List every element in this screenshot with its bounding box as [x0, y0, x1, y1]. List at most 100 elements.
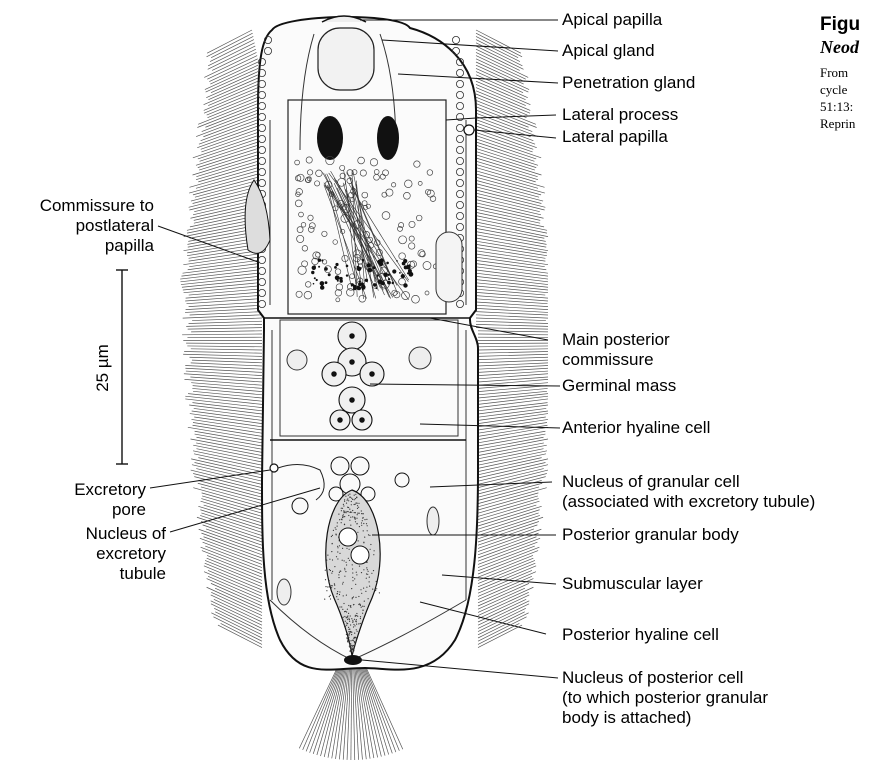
stipple-dot — [338, 577, 339, 578]
ganglion-dot — [324, 267, 328, 271]
stipple-dot — [345, 626, 346, 627]
stipple-dot — [327, 586, 328, 587]
stipple-dot — [366, 523, 367, 524]
stipple-dot — [379, 592, 380, 593]
cilium — [476, 232, 547, 245]
cilium — [476, 212, 544, 226]
stipple-dot — [356, 502, 357, 503]
cilium — [193, 386, 262, 392]
granular-cell — [331, 457, 349, 475]
stipple-dot — [337, 558, 338, 559]
cilium — [202, 551, 262, 574]
stipple-dot — [354, 578, 355, 579]
stipple-dot — [350, 497, 351, 498]
cilium — [476, 56, 526, 80]
stipple-dot — [374, 550, 375, 551]
stipple-dot — [336, 556, 337, 557]
stipple-dot — [354, 499, 355, 500]
stipple-dot — [334, 583, 335, 584]
stipple-dot — [356, 613, 357, 614]
stipple-dot — [361, 525, 362, 526]
stipple-dot — [329, 559, 330, 560]
stipple-dot — [327, 555, 328, 556]
cilium — [478, 529, 534, 548]
cilium — [476, 116, 531, 136]
stipple-dot — [349, 647, 350, 648]
stipple-dot — [349, 633, 350, 634]
stipple-dot — [332, 559, 333, 560]
cilium — [211, 36, 253, 57]
figure-caption: Figu Neod From cycle 51:13: Reprin — [820, 14, 881, 132]
stipple-dot — [358, 540, 359, 541]
cilium — [205, 65, 258, 89]
stipple-dot — [346, 611, 347, 612]
stipple-dot — [357, 523, 358, 524]
stipple-dot — [351, 501, 352, 502]
stipple-dot — [343, 505, 344, 506]
cilium — [478, 454, 546, 469]
cilium — [351, 667, 352, 760]
stipple-dot — [342, 609, 343, 610]
cilium — [203, 525, 262, 545]
label-commissure-line3: papilla — [40, 236, 154, 256]
stipple-dot — [347, 498, 348, 499]
cilium — [478, 513, 539, 532]
cilium — [207, 33, 253, 57]
stipple-dot — [376, 581, 377, 582]
cilium — [200, 142, 258, 161]
stipple-dot — [354, 504, 355, 505]
stipple-dot — [347, 500, 348, 501]
cilium — [476, 228, 546, 241]
stipple-dot — [361, 593, 362, 594]
label-nucleus-excretory-line1: Nucleus of — [86, 524, 166, 544]
stipple-dot — [335, 529, 336, 530]
figure-credit-line2: cycle — [820, 81, 881, 98]
stipple-dot — [350, 624, 351, 625]
stipple-dot — [343, 603, 344, 604]
stipple-dot — [355, 621, 356, 622]
cilium — [191, 383, 262, 389]
ganglion-dot — [335, 275, 340, 280]
cilium — [476, 145, 538, 165]
stipple-dot — [363, 530, 364, 531]
label-nucleus-granular-cell-line1: Nucleus of granular cell — [562, 472, 815, 492]
cilium — [197, 104, 258, 128]
cilium — [478, 331, 548, 332]
stipple-dot — [329, 569, 330, 570]
ganglion-dot — [328, 273, 331, 276]
cilium — [478, 388, 548, 394]
stipple-dot — [350, 640, 351, 641]
stipple-dot — [345, 571, 346, 572]
stipple-dot — [355, 519, 356, 520]
ganglion-dot — [401, 274, 405, 278]
cilium — [200, 515, 262, 535]
cilium — [203, 116, 258, 136]
stipple-dot — [363, 542, 364, 543]
stipple-dot — [353, 596, 354, 597]
cilium — [190, 312, 262, 315]
stipple-dot — [352, 510, 353, 511]
stipple-dot — [347, 640, 348, 641]
ganglion-dot — [362, 289, 364, 291]
stipple-dot — [348, 613, 349, 614]
cilium — [476, 46, 523, 69]
stipple-dot — [331, 573, 332, 574]
stipple-dot — [356, 638, 357, 639]
cilium — [476, 168, 545, 188]
ganglion-dot — [360, 268, 362, 270]
cilium — [189, 251, 258, 261]
stipple-dot — [346, 512, 347, 513]
cilium — [478, 334, 548, 335]
cilium — [185, 296, 258, 301]
cilium — [476, 219, 547, 233]
stipple-dot — [349, 642, 350, 643]
stipple-dot — [339, 594, 340, 595]
cilium — [183, 315, 262, 318]
ganglion-dot — [320, 285, 324, 289]
stipple-dot — [343, 617, 344, 618]
ganglion-dot — [392, 282, 394, 284]
cilium — [208, 576, 262, 599]
stipple-dot — [331, 551, 332, 552]
stipple-dot — [324, 599, 325, 600]
stipple-dot — [348, 605, 349, 606]
